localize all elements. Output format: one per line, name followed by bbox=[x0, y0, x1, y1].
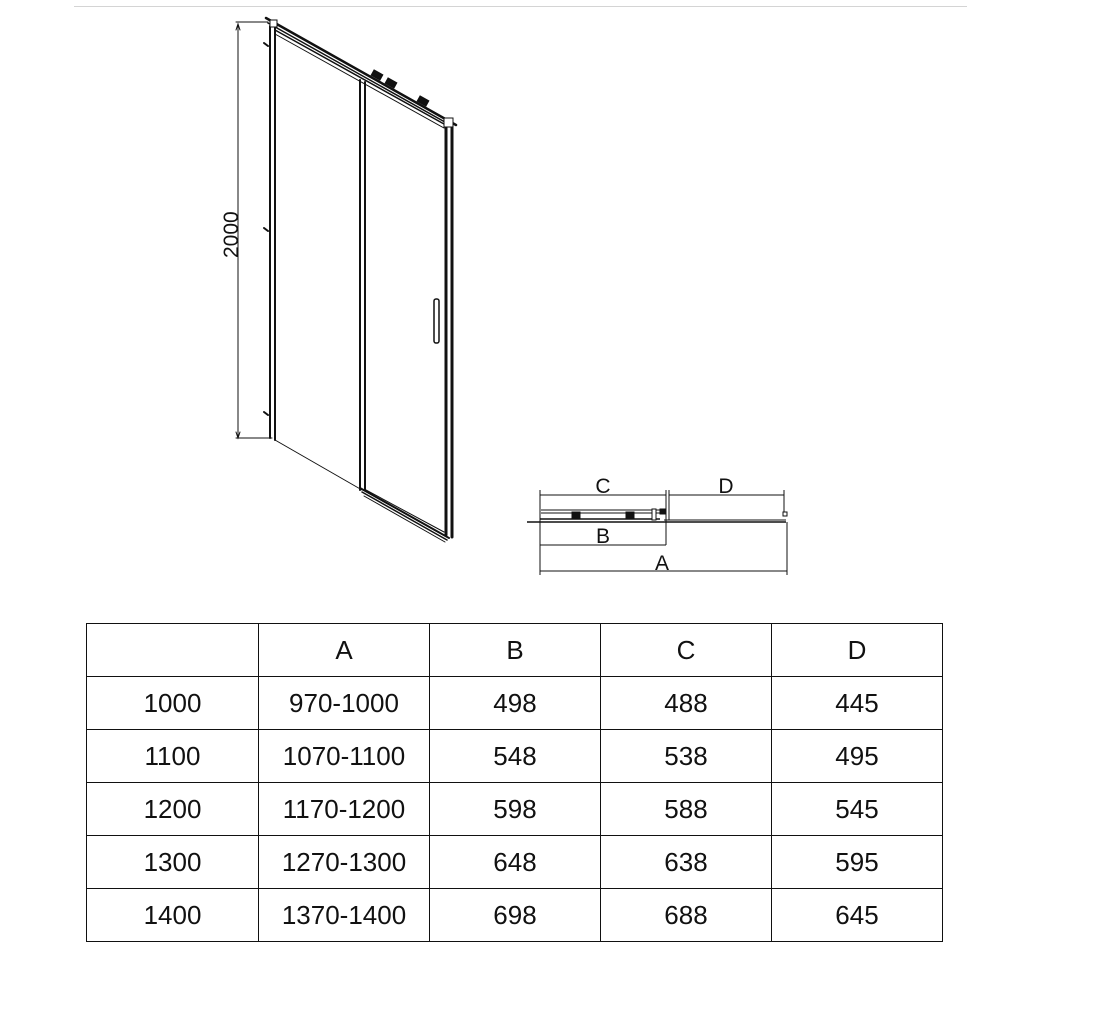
header-cell: D bbox=[771, 623, 943, 677]
value-cell: 1270-1300 bbox=[258, 835, 430, 889]
plan-label-b: B bbox=[596, 525, 610, 548]
size-cell: 1200 bbox=[86, 782, 259, 836]
value-cell: 1070-1100 bbox=[258, 729, 430, 783]
table-row: 1100 1070-1100 548 538 495 bbox=[86, 729, 943, 783]
value-cell: 688 bbox=[600, 888, 772, 942]
value-cell: 495 bbox=[771, 729, 943, 783]
table-header-row: A B C D bbox=[86, 623, 943, 677]
value-cell: 645 bbox=[771, 888, 943, 942]
value-cell: 548 bbox=[429, 729, 601, 783]
value-cell: 488 bbox=[600, 676, 772, 730]
value-cell: 498 bbox=[429, 676, 601, 730]
elevation-view bbox=[235, 16, 458, 543]
top-divider bbox=[74, 6, 967, 7]
header-cell: B bbox=[429, 623, 601, 677]
value-cell: 648 bbox=[429, 835, 601, 889]
plan-label-a: A bbox=[655, 552, 669, 575]
value-cell: 445 bbox=[771, 676, 943, 730]
value-cell: 538 bbox=[600, 729, 772, 783]
value-cell: 970-1000 bbox=[258, 676, 430, 730]
table-row: 1400 1370-1400 698 688 645 bbox=[86, 888, 943, 942]
shower-door-drawing: 2000 C D B A bbox=[220, 16, 788, 575]
header-cell bbox=[86, 623, 259, 677]
dimension-table: A B C D 1000 970-1000 498 488 445 1100 1… bbox=[86, 623, 943, 942]
value-cell: 1370-1400 bbox=[258, 888, 430, 942]
plan-label-c: C bbox=[595, 475, 610, 498]
table-row: 1300 1270-1300 648 638 595 bbox=[86, 835, 943, 889]
value-cell: 698 bbox=[429, 888, 601, 942]
value-cell: 638 bbox=[600, 835, 772, 889]
table-row: 1200 1170-1200 598 588 545 bbox=[86, 782, 943, 836]
plan-view bbox=[527, 490, 788, 575]
value-cell: 588 bbox=[600, 782, 772, 836]
size-cell: 1400 bbox=[86, 888, 259, 942]
plan-label-d: D bbox=[718, 475, 733, 498]
size-cell: 1000 bbox=[86, 676, 259, 730]
header-cell: C bbox=[600, 623, 772, 677]
height-dimension-label: 2000 bbox=[220, 211, 243, 258]
size-cell: 1300 bbox=[86, 835, 259, 889]
header-cell: A bbox=[258, 623, 430, 677]
table-row: 1000 970-1000 498 488 445 bbox=[86, 676, 943, 730]
value-cell: 1170-1200 bbox=[258, 782, 430, 836]
value-cell: 598 bbox=[429, 782, 601, 836]
value-cell: 595 bbox=[771, 835, 943, 889]
value-cell: 545 bbox=[771, 782, 943, 836]
size-cell: 1100 bbox=[86, 729, 259, 783]
